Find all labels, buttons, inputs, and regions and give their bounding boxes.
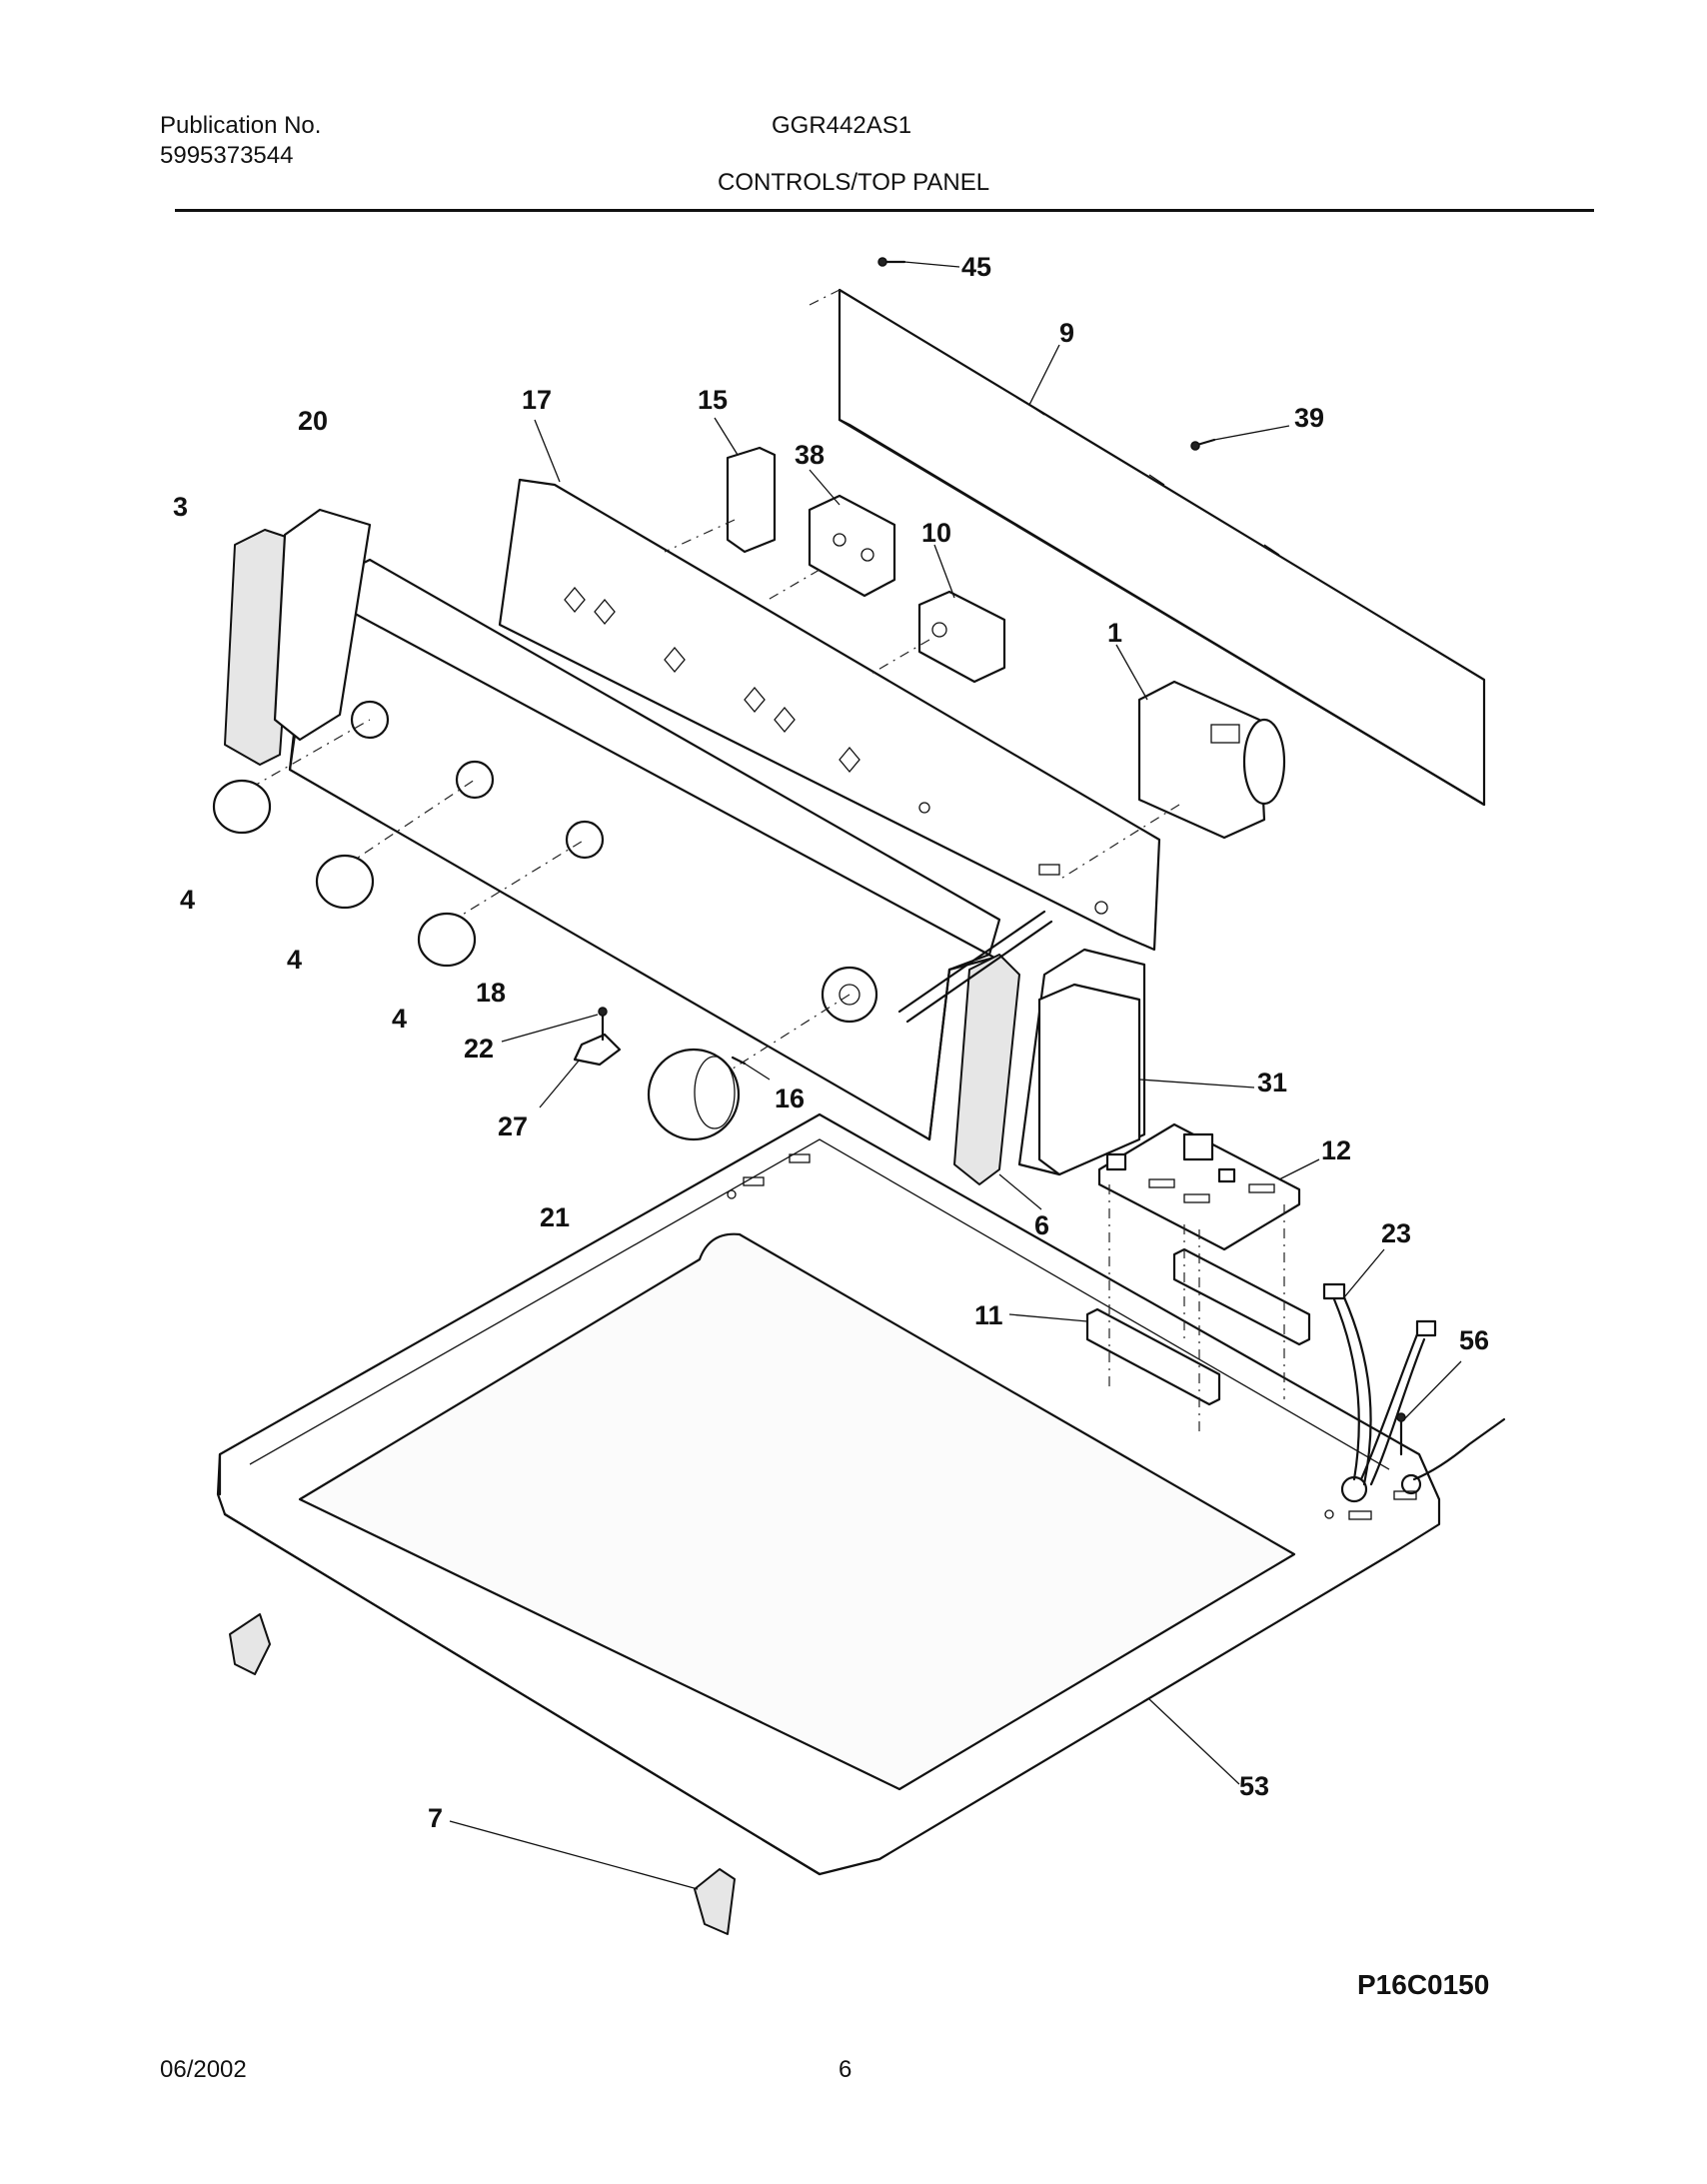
- timer: [1058, 680, 1286, 881]
- switch-10: [868, 590, 1006, 684]
- callout-16: 16: [775, 1084, 805, 1113]
- callout-4c: 4: [392, 1004, 407, 1034]
- callout-17: 17: [522, 385, 552, 415]
- bracket: [573, 1007, 622, 1067]
- callout-12: 12: [1321, 1135, 1351, 1165]
- panel-clip-left: [229, 1613, 271, 1675]
- left-end-cap: [224, 508, 372, 766]
- publication-number: 5995373544: [160, 142, 294, 169]
- switch-38: [764, 494, 896, 603]
- footer-date: 06/2002: [160, 2056, 247, 2083]
- section-title: CONTROLS/TOP PANEL: [718, 169, 990, 196]
- callout-53: 53: [1239, 1771, 1269, 1801]
- callout-labels: 45 9 39 20 17 15 38 10 3 1 4 4 4 18 22 1…: [173, 252, 1489, 1833]
- board-rail-front: [1085, 1307, 1221, 1406]
- callout-4a: 4: [180, 885, 195, 915]
- callout-23: 23: [1381, 1218, 1411, 1248]
- top-panel: [216, 1112, 1441, 1876]
- switch-15: [664, 446, 777, 554]
- publication-label: Publication No.: [160, 112, 322, 139]
- header-rule: [175, 209, 1594, 212]
- screw-39: [1190, 438, 1216, 451]
- callout-9: 9: [1059, 318, 1074, 348]
- screw-45: [877, 257, 906, 267]
- control-board: [1097, 1122, 1301, 1251]
- callout-18: 18: [476, 978, 506, 1008]
- console-bezel: [1037, 983, 1141, 1176]
- panel-clip-bottom: [694, 1868, 736, 1935]
- callout-15: 15: [698, 385, 728, 415]
- knob-1: [212, 779, 272, 835]
- callout-45: 45: [961, 252, 991, 282]
- model-number: GGR442AS1: [772, 112, 912, 139]
- callout-31: 31: [1257, 1068, 1287, 1097]
- callout-6: 6: [1034, 1210, 1049, 1240]
- callout-1: 1: [1107, 618, 1122, 648]
- ground-wire: [1396, 1412, 1506, 1481]
- timer-knob: [647, 1048, 741, 1141]
- callout-39: 39: [1294, 403, 1324, 433]
- callout-21: 21: [540, 1202, 570, 1232]
- callout-3: 3: [173, 492, 188, 522]
- callout-38: 38: [795, 440, 825, 470]
- knob-2: [315, 854, 375, 910]
- callout-11: 11: [974, 1300, 1003, 1330]
- callout-56: 56: [1459, 1325, 1489, 1355]
- callout-10: 10: [921, 518, 951, 548]
- callout-22: 22: [464, 1034, 494, 1064]
- knob-3: [417, 912, 477, 968]
- callout-27: 27: [498, 1111, 528, 1141]
- control-mounting-plate: [498, 478, 1161, 952]
- back-panel: [809, 288, 1486, 807]
- callout-4b: 4: [287, 945, 302, 975]
- page-number: 6: [839, 2056, 853, 2083]
- callout-20: 20: [298, 406, 328, 436]
- callout-7: 7: [428, 1803, 443, 1833]
- figure-code: P16C0150: [1357, 1969, 1490, 2000]
- shaft: [731, 910, 1053, 1066]
- leader-lines: [449, 261, 1462, 1890]
